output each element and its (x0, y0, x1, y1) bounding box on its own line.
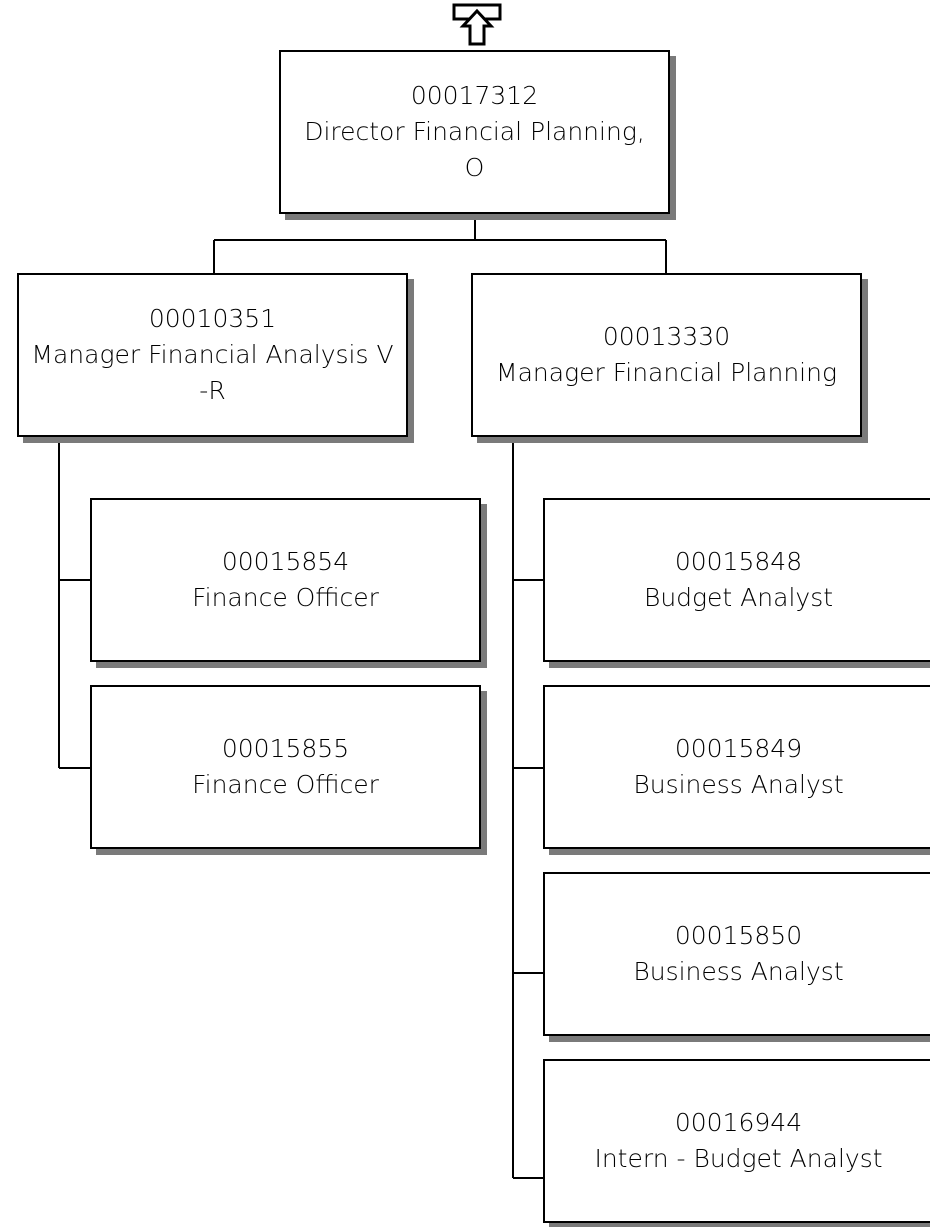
position-title: Finance Officer (192, 583, 379, 612)
position-id: 00015854 (221, 547, 350, 576)
position-id: 00015849 (674, 734, 803, 763)
position-id: 00015850 (674, 921, 803, 950)
position-id: 00017312 (410, 81, 539, 110)
position-title: Intern - Budget Analyst (594, 1144, 883, 1173)
position-box-report-1-1[interactable]: 00015854 Finance Officer (90, 498, 481, 662)
position-title: Business Analyst (633, 770, 844, 799)
position-id: 00010351 (148, 304, 277, 333)
position-box-report-2-3[interactable]: 00015850 Business Analyst (543, 872, 930, 1036)
position-id: 00015848 (674, 547, 803, 576)
position-title: Director Financial Planning, (304, 117, 645, 146)
position-id: 00015855 (221, 734, 350, 763)
position-title: Manager Financial Planning (496, 358, 837, 387)
position-box-report-2-4[interactable]: 00016944 Intern - Budget Analyst (543, 1059, 930, 1223)
up-arrow-icon[interactable] (451, 2, 503, 48)
position-box-report-2-1[interactable]: 00015848 Budget Analyst (543, 498, 930, 662)
position-title: Manager Financial Analysis V (31, 340, 394, 369)
position-title-continued: -R (199, 376, 226, 405)
position-title: Business Analyst (633, 957, 844, 986)
position-title: Budget Analyst (643, 583, 834, 612)
position-title: Finance Officer (192, 770, 379, 799)
position-box-manager-1[interactable]: 00010351 Manager Financial Analysis V -R (17, 273, 408, 437)
position-box-report-1-2[interactable]: 00015855 Finance Officer (90, 685, 481, 849)
position-id: 00013330 (602, 322, 731, 351)
position-box-manager-2[interactable]: 00013330 Manager Financial Planning (471, 273, 862, 437)
position-box-root[interactable]: 00017312 Director Financial Planning, O (279, 50, 670, 214)
position-box-report-2-2[interactable]: 00015849 Business Analyst (543, 685, 930, 849)
position-title-continued: O (464, 153, 485, 182)
position-id: 00016944 (674, 1108, 803, 1137)
